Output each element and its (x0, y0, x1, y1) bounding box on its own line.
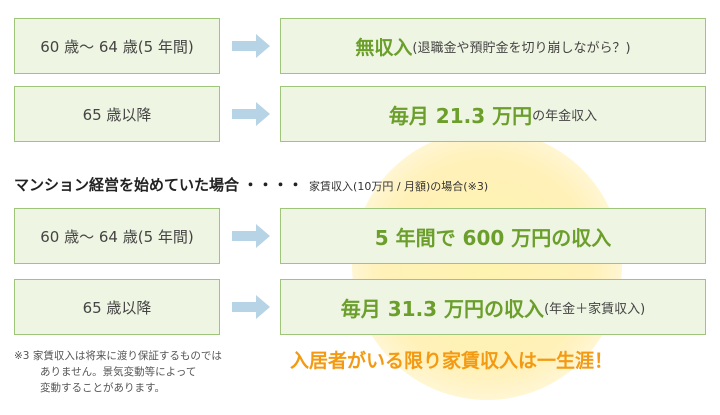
income-main: 5 年間で 600 万円の収入 (374, 225, 612, 250)
right-arrow-icon (232, 224, 270, 248)
age-label: 65 歳以降 (82, 105, 152, 124)
right-arrow-icon (232, 102, 270, 126)
income-box-no-income: 無収入 (退職金や預貯金を切り崩しながら？) (280, 18, 706, 74)
heading-note: 家賃収入(10万円 / 月額)の場合(※3) (309, 180, 489, 193)
age-box-65-plus-mansion: 65 歳以降 (14, 279, 220, 335)
income-box-pension: 毎月 21.3 万円 の年金収入 (280, 86, 706, 142)
age-box-65-plus: 65 歳以降 (14, 86, 220, 142)
age-label: 65 歳以降 (82, 298, 152, 317)
income-box-mansion-5yr: 5 年間で 600 万円の収入 (280, 208, 706, 264)
right-arrow-icon (232, 34, 270, 58)
footnote: ※3 家賃収入は将来に渡り保証するものでは ありません。景気変動等によって 変動… (14, 348, 222, 396)
heading-title: マンション経営を始めていた場合 (14, 176, 240, 194)
age-label: 60 歳～ 64 歳(5 年間) (40, 37, 194, 56)
age-box-60-64: 60 歳～ 64 歳(5 年間) (14, 18, 220, 74)
footnote-line: 変動することがあります。 (40, 382, 165, 394)
mansion-heading: マンション経営を始めていた場合・・・・家賃収入(10万円 / 月額)の場合(※3… (14, 174, 488, 195)
footnote-line: ※3 家賃収入は将来に渡り保証するものでは (14, 350, 222, 362)
income-main: 毎月 21.3 万円 (388, 103, 533, 128)
right-arrow-icon (232, 295, 270, 319)
income-sub: (退職金や預貯金を切り崩しながら？) (412, 40, 631, 56)
income-box-mansion-monthly: 毎月 31.3 万円の収入 (年金＋家賃収入) (280, 279, 706, 335)
income-main: 毎月 31.3 万円の収入 (340, 296, 545, 321)
footnote-line: ありません。景気変動等によって (40, 366, 197, 378)
highlight-circle (352, 130, 622, 400)
age-label: 60 歳～ 64 歳(5 年間) (40, 227, 194, 246)
age-box-60-64-mansion: 60 歳～ 64 歳(5 年間) (14, 208, 220, 264)
income-main: 無収入 (355, 36, 413, 59)
heading-dots: ・・・・ (243, 176, 304, 194)
income-sub: (年金＋家賃収入) (544, 301, 646, 317)
slogan: 入居者がいる限り家賃収入は一生涯！ (290, 350, 614, 372)
income-sub: の年金収入 (532, 108, 598, 124)
